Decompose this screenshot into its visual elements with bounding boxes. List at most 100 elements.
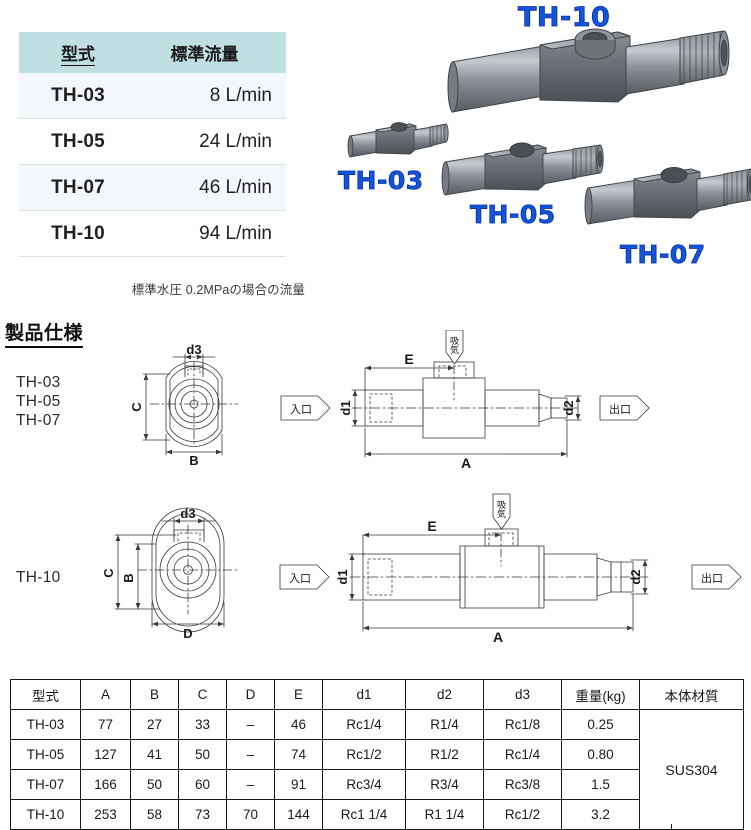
product-render-th10: [447, 28, 730, 113]
spec-cell-b: 50: [130, 769, 179, 800]
spec-cell-d1: Rc1/4: [322, 709, 406, 740]
side-view-upper: [351, 361, 581, 439]
spec-cell-d1: Rc1 1/4: [322, 799, 406, 830]
cross-section-lower: [137, 507, 241, 633]
spec-header-model: 型式: [10, 679, 81, 710]
spec-cell-d: –: [226, 709, 275, 740]
suction-arrow-lower: [492, 493, 511, 530]
spec-header-d: D: [226, 679, 275, 710]
table-row: TH-03 77 27 33 – 46 Rc1/4 R1/4 Rc1/8 0.2…: [10, 709, 744, 830]
spec-cell-d: –: [226, 739, 275, 770]
spec-cell-model: TH-03: [10, 709, 81, 740]
dim-label-d2: d2: [628, 569, 643, 584]
spec-cell-weight: 0.25: [561, 709, 640, 740]
suction-arrow-upper: [445, 330, 464, 365]
dim-label-d1: d1: [338, 400, 353, 415]
spec-cell-e: 144: [274, 799, 323, 830]
spec-table-header-row: 型式 A B C D E d1 d2 d3 重量(kg) 本体材質: [10, 679, 744, 710]
spec-cell-e: 46: [274, 709, 323, 740]
outlet-label: 出口: [609, 403, 631, 416]
spec-cell-a: 253: [80, 799, 131, 830]
dim-label-B: B: [121, 573, 136, 582]
dim-C-lower: [114, 534, 177, 610]
dim-d1-upper: [351, 389, 368, 427]
dim-label-d3: d3: [180, 506, 195, 521]
flow-cell-model: TH-07: [19, 164, 137, 211]
product-render-th03: [347, 122, 449, 158]
dimension-spec-table: 型式 A B C D E d1 d2 d3 重量(kg) 本体材質 TH-03 …: [10, 679, 744, 830]
table-row: TH-10 253 58 73 70 144 Rc1 1/4 R1 1/4 Rc…: [10, 799, 744, 830]
spec-cell-a: 166: [80, 769, 131, 800]
technical-drawing-th10: d3 C B D E A d1 d2 吸気 入口 出口: [0, 492, 751, 657]
product-render-th05: [441, 142, 604, 196]
spec-cell-e: 74: [274, 739, 323, 770]
photo-label-th03: TH-03: [338, 166, 424, 196]
flow-cell-rate: 46 L/min: [137, 164, 286, 211]
flow-header-rate: 標準流量: [137, 32, 286, 73]
drawing-group-label-lower: TH-10: [16, 569, 61, 586]
spec-cell-d2: R1 1/4: [405, 799, 484, 830]
spec-cell-b: 58: [130, 799, 179, 830]
suction-label: 吸気: [496, 500, 506, 519]
flow-cell-model: TH-05: [19, 118, 137, 165]
dim-label-d2: d2: [561, 400, 576, 415]
flow-cell-rate: 8 L/min: [137, 73, 286, 119]
dim-D-lower: [151, 601, 225, 628]
flow-cell-model: TH-10: [19, 210, 137, 257]
spec-cell-d1: Rc1/2: [322, 739, 406, 770]
spec-header-d1: d1: [322, 679, 406, 710]
dim-A-upper: [364, 419, 568, 458]
spec-cell-d3: Rc3/8: [483, 769, 562, 800]
outlet-label: 出口: [701, 572, 723, 585]
flow-header-model: 型式: [19, 32, 137, 73]
flow-cell-rate: 24 L/min: [137, 118, 286, 165]
product-photo-group: TH-10 TH-03 TH-05 TH-07: [330, 0, 751, 295]
standard-flow-table: 型式 標準流量 TH-03 8 L/min TH-05 24 L/min TH-…: [19, 32, 305, 297]
dim-label-A: A: [493, 629, 503, 645]
dim-label-A: A: [461, 455, 471, 471]
dim-A-lower: [362, 593, 634, 632]
table-row: TH-05 24 L/min: [19, 118, 286, 165]
spec-cell-b: 41: [130, 739, 179, 770]
product-renders-svg: [347, 28, 751, 225]
spec-cell-c: 60: [178, 769, 227, 800]
dim-E-lower: [362, 532, 502, 557]
technical-drawing-th03-07: d3 C B E A d1 d2 吸気 入口 出口: [0, 330, 751, 480]
spec-cell-d1: Rc3/4: [322, 769, 406, 800]
dim-d1-lower: [348, 553, 366, 601]
spec-header-material: 本体材質: [639, 679, 744, 710]
dim-d3-lower: [161, 517, 217, 539]
table-row: TH-05 127 41 50 – 74 Rc1/2 R1/2 Rc1/4 0.…: [10, 739, 744, 770]
spec-cell-d2: R3/4: [405, 769, 484, 800]
dim-label-D: D: [183, 626, 192, 641]
spec-cell-d2: R1/2: [405, 739, 484, 770]
spec-cell-model: TH-05: [10, 739, 81, 770]
flow-cell-rate: 94 L/min: [137, 210, 286, 257]
product-render-th07: [584, 167, 751, 225]
spec-cell-d: –: [226, 769, 275, 800]
flow-cell-model: TH-03: [19, 73, 137, 119]
table-row: TH-07 46 L/min: [19, 164, 286, 211]
spec-cell-d: 70: [226, 799, 275, 830]
dim-d2-upper: [564, 395, 582, 421]
flow-table-header-row: 型式 標準流量: [19, 32, 286, 73]
spec-header-d2: d2: [405, 679, 484, 710]
spec-cell-c: 50: [178, 739, 227, 770]
table-row: TH-10 94 L/min: [19, 210, 286, 257]
spec-cell-c: 33: [178, 709, 227, 740]
spec-header-e: E: [274, 679, 323, 710]
spec-cell-d3: Rc1/4: [483, 739, 562, 770]
dim-label-E: E: [427, 518, 436, 534]
page-title: 製品仕様: [5, 318, 84, 348]
dim-d3-upper: [172, 353, 216, 375]
table-row: TH-03 8 L/min: [19, 73, 286, 119]
dim-label-B: B: [189, 453, 198, 468]
spec-header-d3: d3: [483, 679, 562, 710]
dim-C-upper: [142, 373, 171, 441]
flow-table: 型式 標準流量 TH-03 8 L/min TH-05 24 L/min TH-…: [19, 32, 286, 257]
drawing-group-label-upper: TH-03 TH-05 TH-07: [16, 374, 61, 429]
spec-cell-a: 77: [80, 709, 131, 740]
dim-label-C: C: [101, 568, 116, 578]
side-view-lower: [349, 528, 651, 609]
dim-d2-lower: [630, 559, 649, 595]
